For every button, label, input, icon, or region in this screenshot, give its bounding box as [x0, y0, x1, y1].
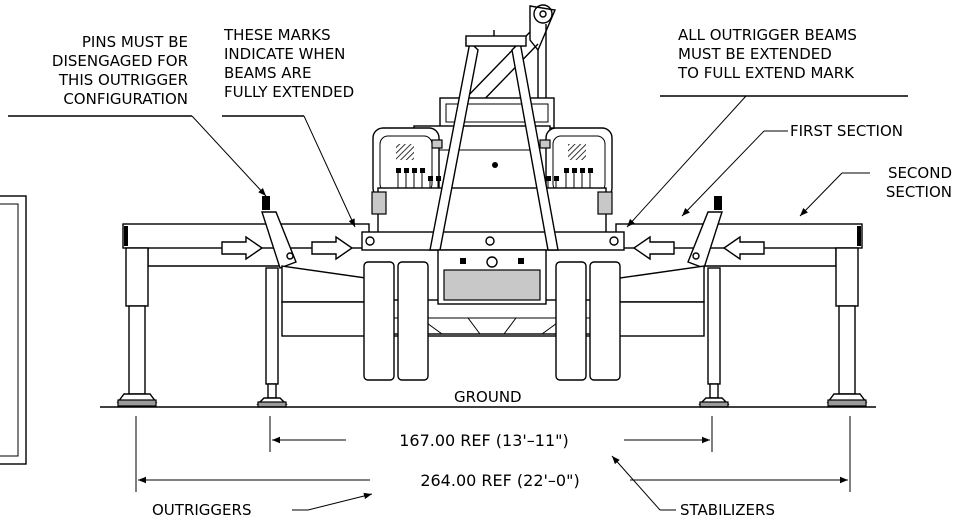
center-block — [437, 249, 547, 305]
ground-label: GROUND — [454, 388, 522, 406]
second-section-line-2: SECTION — [886, 183, 952, 201]
marks-note-line-2: INDICATE WHEN — [224, 45, 345, 63]
second-section-line-1: SECOND — [888, 164, 952, 182]
beams-note-line-1: ALL OUTRIGGER BEAMS — [678, 26, 857, 44]
partial-frame-left — [0, 195, 27, 465]
pins-note-line-2: DISENGAGED FOR — [52, 52, 188, 70]
operator-seat-right — [539, 127, 613, 199]
beams-note-line-2: MUST BE EXTENDED — [678, 45, 832, 63]
callout-first-section: FIRST SECTION — [681, 122, 903, 217]
outriggers-label: OUTRIGGERS — [152, 501, 251, 519]
pins-note-line-4: CONFIGURATION — [63, 90, 188, 108]
center-crossbeam — [361, 231, 625, 251]
callout-beams: ALL OUTRIGGER BEAMS MUST BE EXTENDED TO … — [626, 26, 908, 228]
outrigger-span-dimension: 264.00 REF (22'–0") — [420, 471, 579, 490]
first-section-label: FIRST SECTION — [790, 122, 903, 140]
crane-truck-assembly — [116, 4, 868, 408]
outrigger-leg-right — [826, 247, 868, 407]
dimension-outriggers: 264.00 REF (22'–0") — [135, 416, 851, 492]
pin-bracket-left — [261, 196, 297, 269]
callout-outriggers: OUTRIGGERS — [152, 492, 373, 519]
pins-note-line-3: THIS OUTRIGGER — [58, 71, 188, 89]
turret-base — [377, 187, 607, 235]
marks-note-line-4: FULLY EXTENDED — [224, 83, 354, 101]
stabilizer-leg-left — [256, 267, 288, 408]
marks-note-line-3: BEAMS ARE — [224, 64, 311, 82]
a-frame — [429, 30, 559, 251]
stabilizer-span-dimension: 167.00 REF (13'–11") — [399, 431, 569, 450]
wheels — [363, 261, 621, 381]
pins-note-line-1: PINS MUST BE — [82, 33, 188, 51]
beams-note-line-3: TO FULL EXTEND MARK — [677, 64, 855, 82]
outrigger-leg-left — [116, 247, 158, 407]
callout-marks: THESE MARKS INDICATE WHEN BEAMS ARE FULL… — [222, 26, 356, 228]
dimension-stabilizers: 167.00 REF (13'–11") — [269, 416, 713, 452]
callout-stabilizers: STABILIZERS — [611, 455, 775, 519]
extend-mark-arrows — [221, 235, 765, 261]
stabilizers-label: STABILIZERS — [680, 501, 775, 519]
control-levers-right — [546, 168, 593, 188]
control-levers-left — [396, 168, 441, 188]
callout-second-section: SECOND SECTION — [799, 164, 952, 217]
callout-pins: PINS MUST BE DISENGAGED FOR THIS OUTRIGG… — [8, 33, 267, 197]
marks-note-line-1: THESE MARKS — [223, 26, 331, 44]
